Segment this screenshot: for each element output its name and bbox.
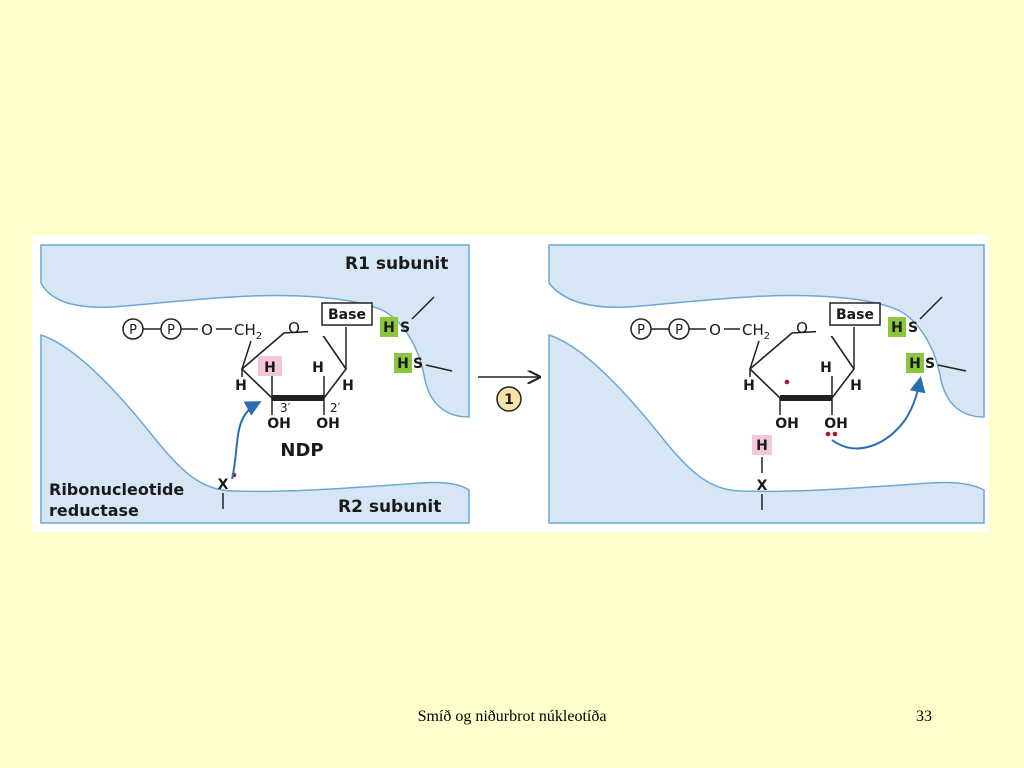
r1-protein-region-right	[548, 244, 985, 418]
x-radical-label: X	[218, 477, 229, 493]
hs-bottom-hydrogen: H	[397, 356, 409, 372]
c2-hydroxyl-right: OH	[824, 416, 848, 432]
step-number: 1	[504, 392, 514, 408]
ndp-label: NDP	[280, 440, 323, 461]
right-panel: P P O CH2 O Base H H H OH OH H S	[548, 244, 985, 524]
c3-h-highlight	[258, 356, 282, 376]
hs-top-bond	[411, 296, 435, 320]
c4-hydrogen: H	[235, 378, 247, 394]
h-abstraction-arrow	[231, 401, 262, 480]
hs-bottom-sulfur-right: S	[925, 356, 935, 372]
hs-bottom-hydrogen-right: H	[909, 356, 921, 372]
ch2-group-right: CH2	[742, 321, 770, 342]
r1-subunit-label: R1 subunit	[345, 254, 448, 274]
phosphate-1-label: P	[129, 323, 137, 338]
reaction-figure: R1 subunit R2 subunit Ribonucleotide red…	[32, 235, 989, 532]
base-box	[321, 302, 373, 326]
c2-hydrogen: H	[312, 360, 324, 376]
base-label: Base	[328, 307, 366, 323]
c3-hydroxyl-right: OH	[775, 416, 799, 432]
ch2-c4-bond-right	[749, 340, 760, 370]
phosphate-2-label: P	[167, 323, 175, 338]
hs-bottom-bond-right	[937, 364, 967, 372]
base-label-right: Base	[836, 307, 874, 323]
oh-lone-pair-dot-2	[832, 431, 838, 437]
base-box-right	[829, 302, 881, 326]
hs-top-bond-right	[919, 296, 943, 320]
hs-top-sulfur: S	[400, 320, 410, 336]
three-prime-label: 3′	[280, 401, 291, 415]
phosphate-1-label-right: P	[637, 323, 645, 338]
two-prime-label: 2′	[330, 401, 341, 415]
hs-bottom-bond	[425, 364, 453, 372]
c1-hydrogen-right: H	[850, 378, 862, 394]
ester-oxygen-right: O	[709, 321, 721, 339]
transferred-h-highlight	[752, 435, 772, 455]
c4-hydrogen-right: H	[743, 378, 755, 394]
hs-top-sulfur-right: S	[908, 320, 918, 336]
r2-protein-region-right	[548, 333, 985, 524]
x-label-right: X	[757, 478, 768, 494]
r1-protein-region	[40, 244, 470, 418]
oh-lone-pair-dot-1	[825, 431, 831, 437]
phosphate-2-label-right: P	[675, 323, 683, 338]
slide-page-number: 33	[916, 708, 932, 725]
r2-protein-region	[40, 333, 470, 524]
hs-top-highlight-right	[888, 317, 906, 337]
ring-oxygen: O	[288, 319, 300, 337]
c3-radical-dot	[784, 379, 790, 385]
hs-top-highlight	[380, 317, 398, 337]
c3-hydroxyl: OH	[267, 416, 291, 432]
c2-hydrogen-right: H	[820, 360, 832, 376]
hs-top-hydrogen: H	[383, 320, 395, 336]
transferred-hydrogen: H	[756, 438, 768, 454]
enzyme-label-line2: reductase	[49, 501, 139, 520]
c1-hydrogen: H	[342, 378, 354, 394]
hs-top-hydrogen-right: H	[891, 320, 903, 336]
left-panel: R1 subunit R2 subunit Ribonucleotide red…	[40, 244, 470, 524]
ch2-group: CH2	[234, 321, 262, 342]
reaction-step: 1	[478, 377, 538, 412]
proton-transfer-arrow	[831, 376, 926, 450]
r2-subunit-label: R2 subunit	[338, 497, 441, 517]
enzyme-label-line1: Ribonucleotide	[49, 480, 184, 499]
c3-hydrogen-highlighted: H	[264, 360, 276, 376]
ring-oxygen-right: O	[796, 319, 808, 337]
hs-bottom-highlight	[394, 353, 412, 373]
ester-oxygen: O	[201, 321, 213, 339]
step-number-circle	[496, 386, 522, 412]
ch2-c4-bond	[241, 340, 252, 370]
c2-hydroxyl: OH	[316, 416, 340, 432]
reaction-diagram: R1 subunit R2 subunit Ribonucleotide red…	[40, 244, 985, 524]
hs-bottom-highlight-right	[906, 353, 924, 373]
hs-bottom-sulfur: S	[413, 356, 423, 372]
slide-footer-title: Smíð og niðurbrot núkleotíða	[417, 708, 607, 725]
